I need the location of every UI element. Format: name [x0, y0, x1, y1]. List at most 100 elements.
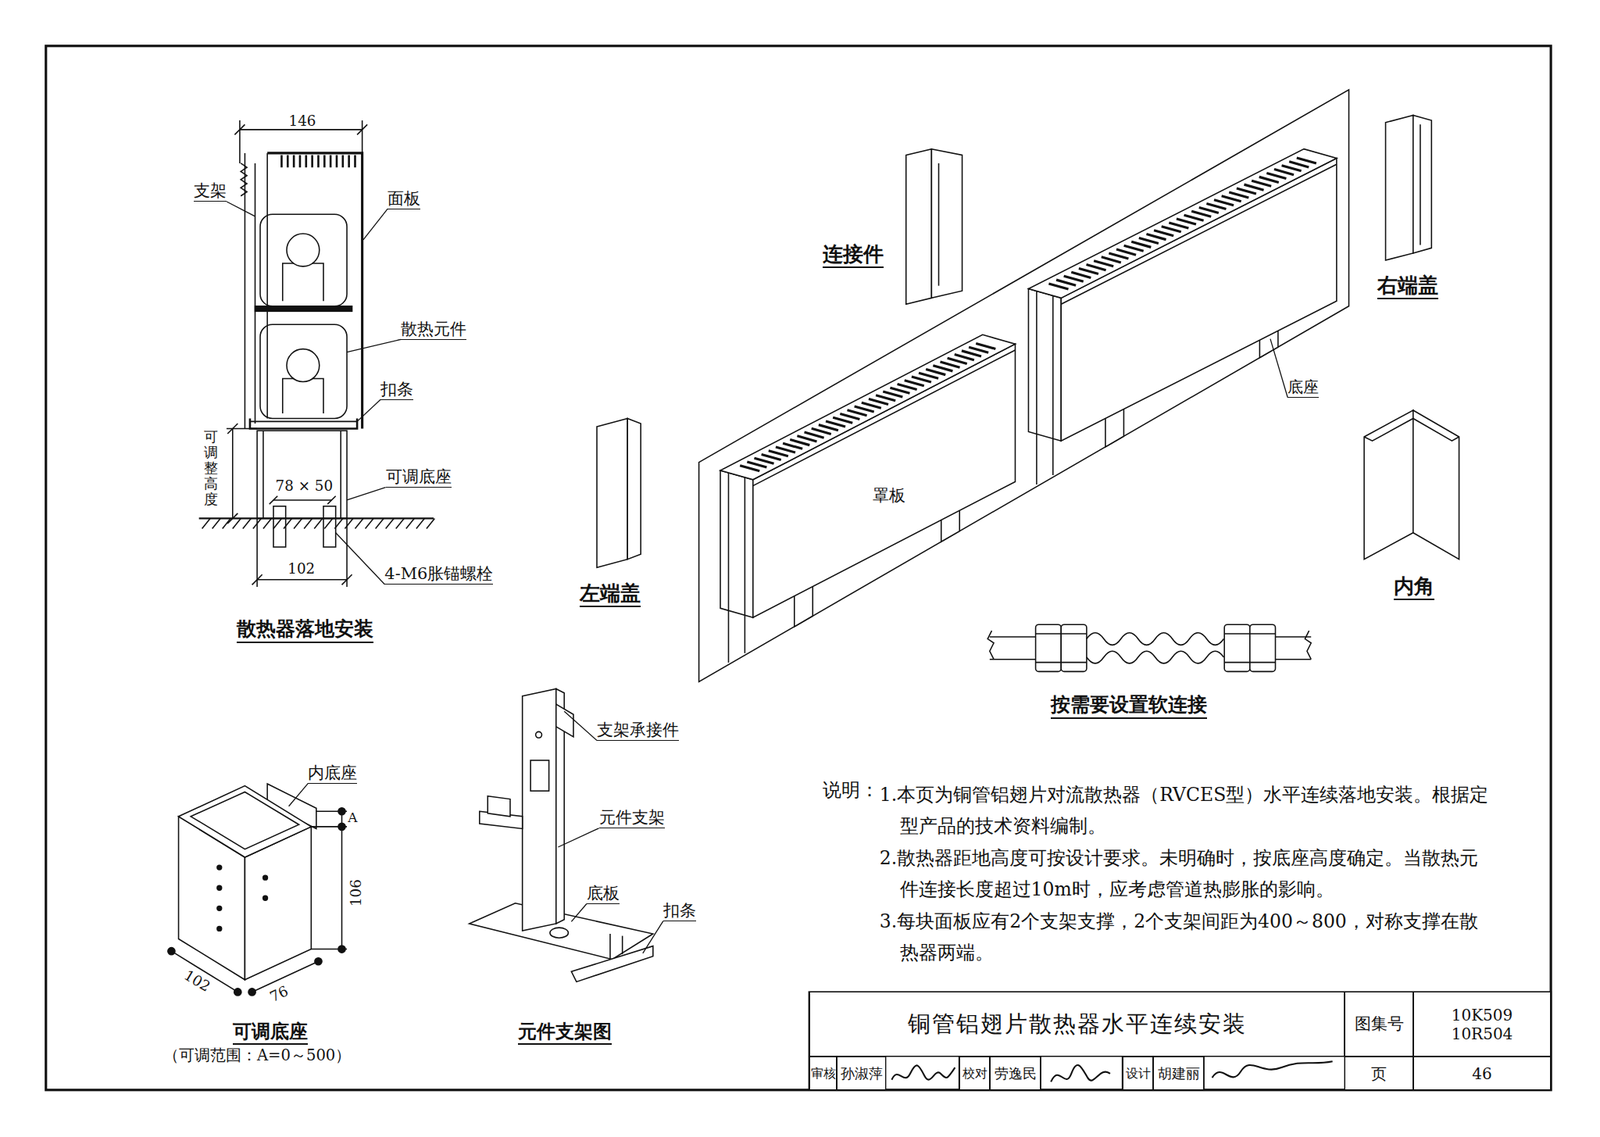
grille-slot — [1228, 192, 1249, 198]
element-bracket — [535, 731, 543, 738]
element-bracket — [487, 796, 511, 817]
signature-cell — [885, 1056, 1346, 1090]
cell-text: 胡建丽 — [1157, 1064, 1200, 1083]
grille-slot — [1161, 226, 1182, 233]
part-label: 底座 — [1287, 378, 1319, 399]
section-view — [199, 517, 434, 519]
grille-slot — [875, 395, 896, 401]
grille-slot — [1191, 210, 1211, 217]
element-bracket — [530, 760, 550, 791]
signature — [891, 1060, 1333, 1082]
grille-slot — [818, 425, 839, 431]
grille-slot — [904, 380, 925, 386]
connector-part — [938, 163, 940, 286]
part-label: 4-M6胀锚螺栓 — [384, 564, 493, 585]
panel-lip — [1060, 164, 1337, 304]
floor-hatch — [365, 517, 374, 529]
leader-line — [357, 399, 381, 422]
adjustable-base — [217, 864, 222, 870]
dimension: 106 — [347, 878, 365, 907]
support-line — [744, 477, 747, 654]
floor-hatch — [334, 517, 343, 529]
part-label: 散热元件 — [400, 319, 467, 340]
inner-corner — [1364, 410, 1459, 560]
grille-slot — [1086, 264, 1107, 271]
grille-slot — [846, 410, 867, 416]
connector-part — [906, 149, 933, 305]
iso-view — [699, 89, 1350, 682]
support-line — [1052, 295, 1054, 475]
section-view — [257, 578, 347, 581]
part-label: 可调底座 — [385, 467, 452, 488]
section-view — [252, 574, 263, 585]
grille-slot — [1078, 267, 1099, 274]
cell-text: 校对 — [962, 1065, 988, 1081]
section-view — [256, 517, 258, 587]
section-view — [342, 574, 353, 585]
dimension: 102 — [287, 560, 315, 577]
grille-slot — [832, 417, 853, 423]
end-cap — [1413, 115, 1433, 254]
end-face — [1028, 289, 1061, 442]
panel-lip — [753, 350, 1016, 486]
end-cap — [596, 417, 628, 568]
flexible-joint — [989, 635, 1036, 638]
part-label: 支架 — [193, 181, 227, 202]
cover-panel — [753, 343, 1016, 618]
leader-line — [289, 782, 309, 806]
section-view — [339, 430, 342, 518]
element-bracket — [550, 927, 569, 938]
title-block-cell: 页 — [1344, 1056, 1414, 1090]
leader-line — [226, 201, 255, 217]
flexible-joint — [1304, 630, 1311, 660]
inner-corner — [1364, 417, 1459, 441]
view-title: 元件支架图 — [517, 1021, 612, 1045]
part-label: 罩板 — [872, 485, 906, 505]
top-face — [720, 334, 1015, 479]
leader-line — [1270, 339, 1288, 398]
title-block-cell: 孙淑萍 — [836, 1056, 886, 1090]
floor-hatch — [314, 517, 322, 529]
element-bracket — [556, 703, 574, 737]
section-view — [269, 496, 278, 504]
support-line — [728, 472, 730, 663]
grille-slot — [882, 391, 903, 397]
floor-hatch — [273, 517, 282, 529]
floor-hatch — [385, 517, 394, 529]
title-block-frame — [809, 991, 1551, 1090]
flexible-joint — [1035, 661, 1062, 664]
grille-slot — [861, 402, 882, 408]
section-view — [282, 263, 324, 301]
grille-slot — [947, 357, 968, 364]
grille-slot — [1056, 279, 1076, 286]
end-cap — [596, 115, 1432, 568]
adjustable-base — [310, 825, 347, 828]
signature-cell — [885, 1056, 960, 1090]
floor-hatch — [324, 517, 333, 529]
dimension: 76 — [267, 982, 291, 1005]
title-block-cell: 46 — [1413, 1056, 1551, 1090]
adjustable-base — [167, 783, 347, 996]
view-title: 右端盖 — [1377, 273, 1439, 300]
cell-text: 10K509 10R504 — [1446, 1005, 1518, 1043]
flexible-joint — [1250, 632, 1276, 635]
leader-line — [557, 828, 599, 847]
grille-slot — [768, 450, 789, 457]
grille-slot — [1266, 172, 1286, 179]
section-view — [227, 423, 238, 434]
floor-hatch — [303, 517, 312, 529]
leader-line — [564, 710, 597, 740]
grille-slot — [1214, 200, 1234, 206]
section-view — [273, 506, 286, 547]
view-title: 散热器落地安装 — [236, 617, 374, 643]
end-cap — [1419, 124, 1422, 245]
title-block-cell: 铜管铝翅片散热器水平连续安装 — [809, 991, 1345, 1057]
part-label: 扣条 — [663, 900, 697, 922]
element-bracket — [571, 946, 653, 983]
flexible-joint — [1060, 624, 1087, 672]
floor-hatch — [354, 517, 363, 529]
grille-slot — [1206, 203, 1226, 210]
section-view — [266, 153, 268, 419]
dimension: 78 × 50 — [275, 477, 333, 494]
end-face — [720, 470, 754, 618]
